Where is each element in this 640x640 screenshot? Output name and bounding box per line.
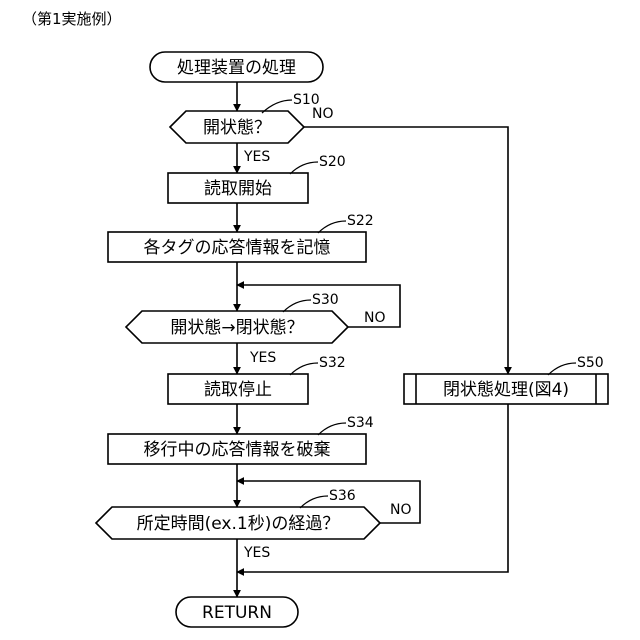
heading: （第1実施例） [22, 10, 122, 28]
end-terminal: RETURN [176, 597, 298, 627]
process-s22-label: 各タグの応答情報を記憶 [144, 238, 331, 258]
decision-s36-label: 所定時間(ex.1秒)の経過？ [137, 514, 340, 534]
process-s32-label: 読取停止 [204, 380, 272, 400]
step-label-s20: S20 [319, 154, 346, 170]
subroutine-s50-label: 閉状態処理(図4) [443, 380, 569, 400]
decision-s30-label: 開状態→閉状態？ [170, 318, 303, 338]
step-label-s32: S32 [319, 355, 346, 371]
process-s34-label: 移行中の応答情報を破棄 [144, 440, 331, 460]
start-terminal: 処理装置の処理 [150, 52, 323, 82]
branch-label-s10-yes: YES [243, 149, 270, 165]
decision-s30: 開状態→閉状態？ [126, 311, 348, 343]
step-label-s22: S22 [347, 213, 374, 229]
branch-label-s10-no: NO [312, 106, 334, 122]
branch-label-s36-no: NO [390, 502, 412, 518]
subroutine-s50: 閉状態処理(図4) [404, 374, 608, 404]
process-s20-label: 読取開始 [204, 179, 272, 199]
branch-label-s36-yes: YES [243, 545, 270, 561]
end-terminal-label: RETURN [202, 603, 272, 623]
process-s22: 各タグの応答情報を記憶 [108, 232, 366, 262]
process-s32: 読取停止 [168, 374, 308, 404]
process-s20: 読取開始 [168, 173, 308, 203]
decision-s10-label: 開状態？ [203, 118, 271, 138]
start-terminal-label: 処理装置の処理 [177, 58, 296, 78]
step-label-s30: S30 [312, 292, 339, 308]
process-s34: 移行中の応答情報を破棄 [108, 434, 366, 464]
branch-label-s30-no: NO [364, 310, 386, 326]
decision-s36: 所定時間(ex.1秒)の経過？ [96, 507, 380, 539]
step-label-s50: S50 [577, 355, 604, 371]
branch-label-s30-yes: YES [249, 350, 276, 366]
step-label-s34: S34 [347, 415, 374, 431]
decision-s10: 開状態？ [170, 111, 304, 143]
step-label-s36: S36 [329, 488, 356, 504]
